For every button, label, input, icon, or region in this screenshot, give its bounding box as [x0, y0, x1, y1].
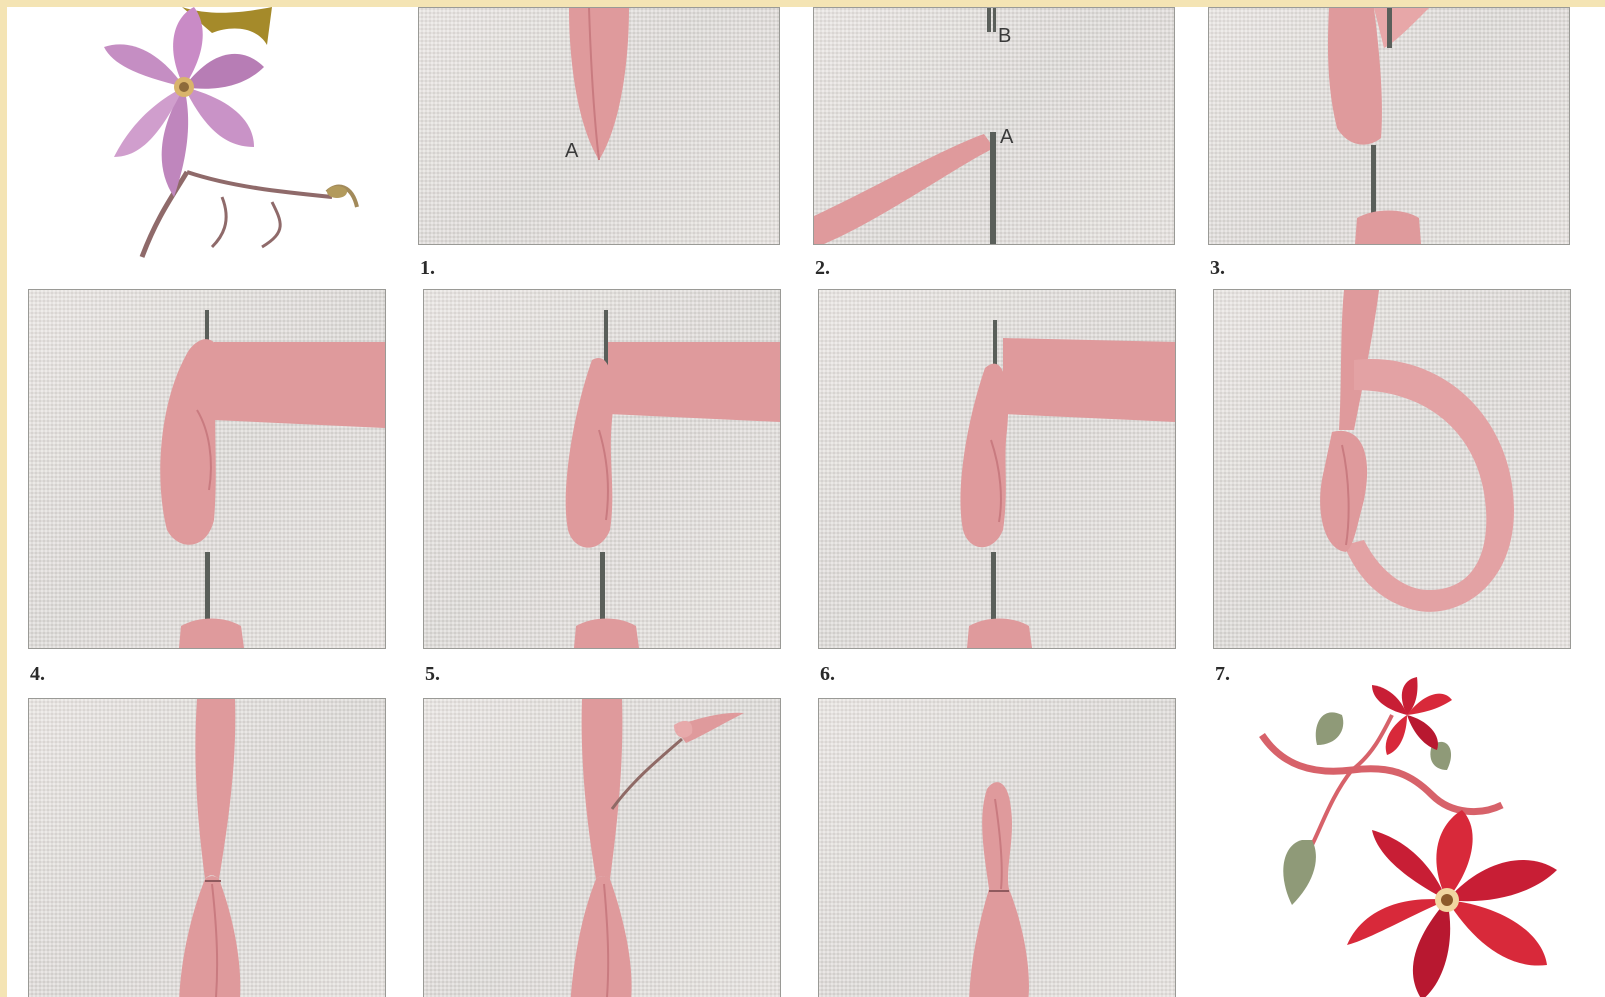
step-3-label: 3.: [1210, 257, 1225, 280]
step-5-panel: [423, 289, 781, 649]
step-4-label: 4.: [30, 663, 45, 686]
point-a-label: A: [1000, 126, 1014, 148]
step-6-panel: [818, 289, 1176, 649]
point-a-label: A: [565, 140, 579, 162]
step-6-label: 6.: [820, 663, 835, 686]
pink-clematis-icon: [62, 7, 382, 272]
step-10-panel: [818, 698, 1176, 997]
step-1-label: 1.: [420, 257, 435, 280]
embroidery-instruction-sheet: A 1. B A 2. 3.: [7, 7, 1605, 997]
step-2-panel: B A: [813, 7, 1175, 245]
step-2-label: 2.: [815, 257, 830, 280]
step-3-panel: [1208, 7, 1570, 245]
step-4-panel: [28, 289, 386, 649]
step-8-panel: [28, 698, 386, 997]
step-7-panel: [1213, 289, 1571, 649]
point-b-label: B: [998, 25, 1011, 47]
step-7-label: 7.: [1215, 663, 1230, 686]
step-1-panel: A: [418, 7, 780, 245]
step-5-label: 5.: [425, 663, 440, 686]
red-clematis-icon: [1242, 675, 1605, 997]
step-9-panel: [423, 698, 781, 997]
